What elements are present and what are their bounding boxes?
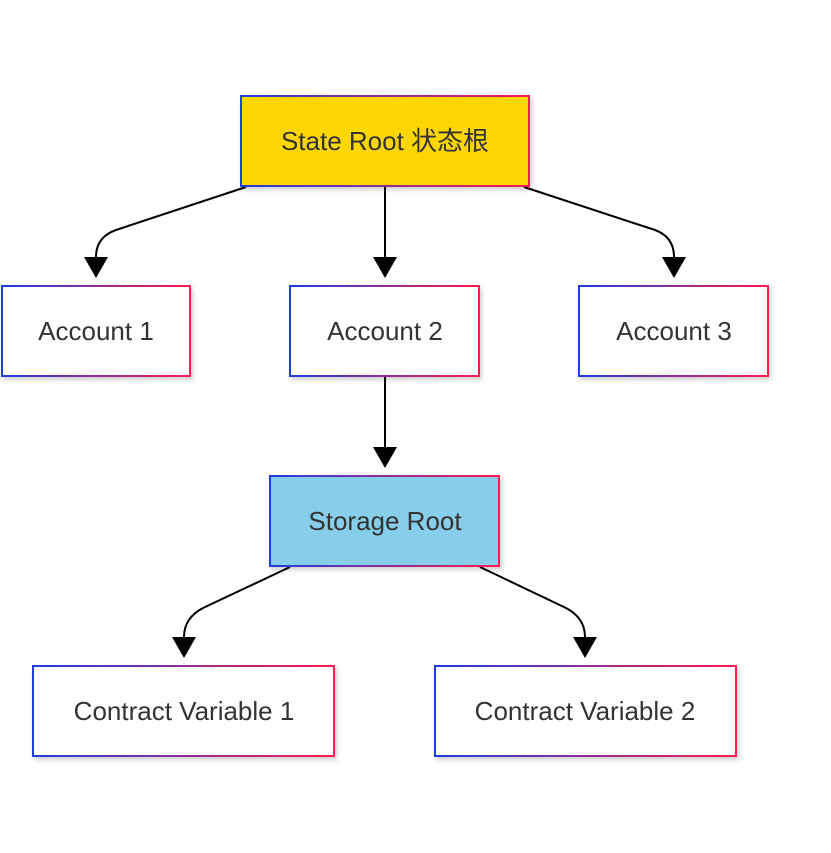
edge-account-2-to-storage-root [373,377,397,468]
node-storage-root[interactable]: Storage Root [269,475,500,567]
node-account-1[interactable]: Account 1 [1,285,191,377]
node-label: Account 1 [38,316,154,346]
edge-state-root-to-account-1 [84,186,247,278]
arrowhead-icon [573,637,597,658]
node-contract-variable-2[interactable]: Contract Variable 2 [434,665,737,757]
node-label: Storage Root [308,506,462,536]
node-label: Contract Variable 1 [74,696,295,726]
node-label: State Root 状态根 [281,126,489,156]
arrowhead-icon [84,257,108,278]
node-account-2[interactable]: Account 2 [289,285,480,377]
arrowhead-icon [373,447,397,468]
edge-state-root-to-account-2 [373,187,397,278]
node-state-root[interactable]: State Root 状态根 [240,95,530,187]
node-label: Contract Variable 2 [475,696,696,726]
edge-storage-root-to-contract-variable-2 [479,566,597,658]
edge-state-root-to-account-3 [523,186,686,278]
arrowhead-icon [373,257,397,278]
node-account-3[interactable]: Account 3 [578,285,769,377]
arrowhead-icon [172,637,196,658]
node-box [240,95,530,187]
node-label: Account 3 [616,316,732,346]
nodes-layer: State Root 状态根 Account 1 Account 2 Accou… [1,95,769,757]
arrowhead-icon [662,257,686,278]
node-contract-variable-1[interactable]: Contract Variable 1 [32,665,335,757]
node-box [289,285,480,377]
edges-layer [84,186,686,658]
edge-storage-root-to-contract-variable-1 [172,566,291,658]
node-box [434,665,737,757]
node-label: Account 2 [327,316,443,346]
node-box [269,475,500,567]
node-box [32,665,335,757]
node-box [578,285,769,377]
node-box [1,285,191,377]
